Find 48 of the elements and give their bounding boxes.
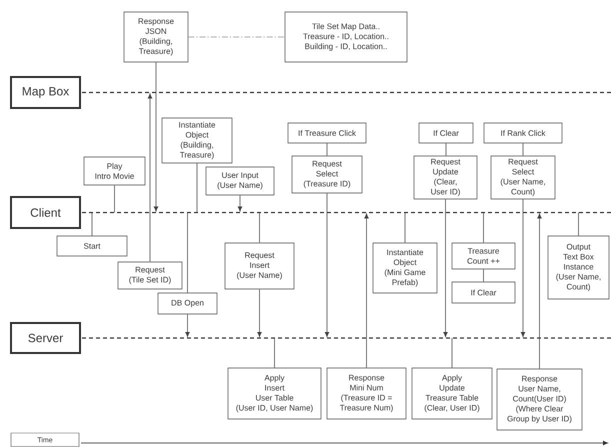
process-box: User Input (User Name) — [206, 166, 274, 196]
process-box: Instantiate Object (Mini Game Prefab) — [372, 242, 438, 294]
process-box: If Rank Click — [484, 122, 562, 144]
process-box: Request Insert (User Name) — [224, 242, 294, 290]
arrow — [537, 213, 542, 369]
connector-line — [404, 212, 406, 243]
connector-line — [259, 212, 260, 243]
process-box: Apply Update Treasure Table (Clear, User ID) — [412, 368, 492, 420]
lane-label-box: Map Box — [10, 76, 81, 109]
arrow — [443, 199, 448, 338]
process-box: Output Text Box Instance (User Name, Count) — [548, 236, 610, 300]
arrow — [148, 93, 152, 262]
process-box: Request (Tile Set ID) — [118, 262, 182, 290]
lane-label-box: Server — [10, 322, 81, 354]
process-box: Instantiate Object (Building, Treasure) — [162, 118, 232, 164]
process-box: Apply Insert User Table (User ID, User Name) — [228, 368, 322, 420]
process-box: Response Mini Num (Treasure ID = Treasure Num) — [326, 368, 406, 420]
arrow — [257, 289, 262, 338]
arrow — [520, 199, 526, 338]
connector-line — [187, 212, 188, 293]
process-box: DB Open — [158, 292, 218, 314]
process-box: If Clear — [418, 122, 474, 144]
process-box: Response User Name, Count(User ID) (Where Clear Group by User ID) — [496, 368, 582, 430]
connector-line — [483, 269, 484, 282]
process-box: Tile Set Map Data.. Treasure - ID, Location.. Building - ID, Location.. — [284, 12, 408, 62]
process-box: Treasure Count ++ — [452, 242, 516, 270]
connector-line — [114, 185, 115, 213]
arrow — [238, 195, 242, 212]
process-box: Response JSON (Building, Treasure) — [124, 12, 188, 62]
arrow — [185, 314, 190, 338]
connector-line — [483, 212, 484, 243]
connector-line — [196, 163, 198, 213]
connector-line — [326, 143, 328, 156]
process-box: Request Select (User Name, Count) — [490, 156, 556, 200]
connector-line — [274, 338, 275, 368]
connector-line — [578, 212, 579, 236]
process-box: Play Intro Movie — [84, 156, 146, 186]
connector-line — [188, 36, 285, 38]
process-box: Start — [56, 236, 128, 256]
process-box: If Treasure Click — [288, 122, 366, 144]
process-box: Request Select (Treasure ID) — [292, 156, 362, 194]
process-box: If Clear — [452, 282, 516, 304]
process-box: Request Update (Clear, User ID) — [414, 156, 478, 200]
arrow — [154, 62, 158, 212]
connector-line — [522, 143, 524, 156]
lane-label-box: Client — [10, 196, 81, 229]
arrow — [364, 213, 369, 368]
arrow — [324, 193, 330, 338]
